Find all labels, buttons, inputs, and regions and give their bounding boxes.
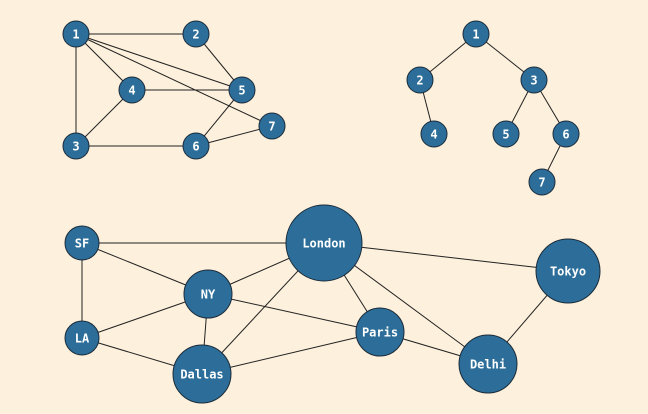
node-label: Dallas [180,368,223,382]
node-2: 2 [182,20,210,48]
node-label: 7 [268,120,275,134]
node-6: 6 [552,120,580,148]
node-label: 2 [416,74,423,88]
node-LA: LA [64,320,100,356]
undirected-graph: 1 2 3 4 5 6 7 [62,20,286,160]
edge-1-7 [75,33,273,127]
node-label: 6 [192,140,199,154]
node-label: 3 [530,74,537,88]
node-circle [552,120,580,148]
edge-London-Tokyo [323,242,569,272]
edge-NY-Paris [207,293,381,333]
node-circle [228,76,256,104]
node-circle [406,66,434,94]
node-circle [285,204,363,282]
node-circle [62,132,90,160]
node-3: 3 [62,132,90,160]
node-circle [535,238,601,304]
node-circle [492,120,520,148]
node-1: 1 [462,20,490,48]
node-circle [183,269,233,319]
node-7: 7 [528,168,556,196]
node-label: London [302,237,345,251]
node-7: 7 [258,112,286,140]
node-label: Delhi [470,358,506,372]
node-circle [420,120,448,148]
node-circle [182,20,210,48]
node-Delhi: Delhi [458,334,518,394]
binary-tree: 1 2 3 4 5 6 7 [406,20,580,196]
node-label: 4 [128,84,135,98]
node-label: SF [75,237,89,251]
node-circle [64,225,100,261]
node-label: Paris [362,326,398,340]
node-circle [520,66,548,94]
node-circle [182,132,210,160]
node-circle [62,20,90,48]
node-label: NY [201,288,216,302]
node-circle [355,307,405,357]
node-6: 6 [182,132,210,160]
node-4: 4 [118,76,146,104]
edge-1-5 [75,33,243,91]
node-Paris: Paris [355,307,405,357]
node-label: 1 [72,28,79,42]
node-label: 2 [192,28,199,42]
node-1: 1 [62,20,90,48]
node-3: 3 [520,66,548,94]
node-Dallas: Dallas [172,344,232,404]
node-label: Tokyo [550,265,586,279]
node-circle [462,20,490,48]
node-circle [118,76,146,104]
node-label: 4 [430,128,437,142]
node-label: 5 [502,128,509,142]
node-London: London [285,204,363,282]
node-circle [64,320,100,356]
node-label: 7 [538,176,545,190]
node-circle [172,344,232,404]
node-label: LA [75,332,90,346]
node-circle [258,112,286,140]
node-2: 2 [406,66,434,94]
node-NY: NY [183,269,233,319]
node-label: 1 [472,28,479,42]
node-label: 5 [238,84,245,98]
node-SF: SF [64,225,100,261]
node-Tokyo: Tokyo [535,238,601,304]
node-5: 5 [492,120,520,148]
edge-Paris-Dallas [201,331,381,375]
node-label: 6 [562,128,569,142]
node-5: 5 [228,76,256,104]
node-circle [528,168,556,196]
node-4: 4 [420,120,448,148]
node-label: 3 [72,140,79,154]
node-circle [458,334,518,394]
